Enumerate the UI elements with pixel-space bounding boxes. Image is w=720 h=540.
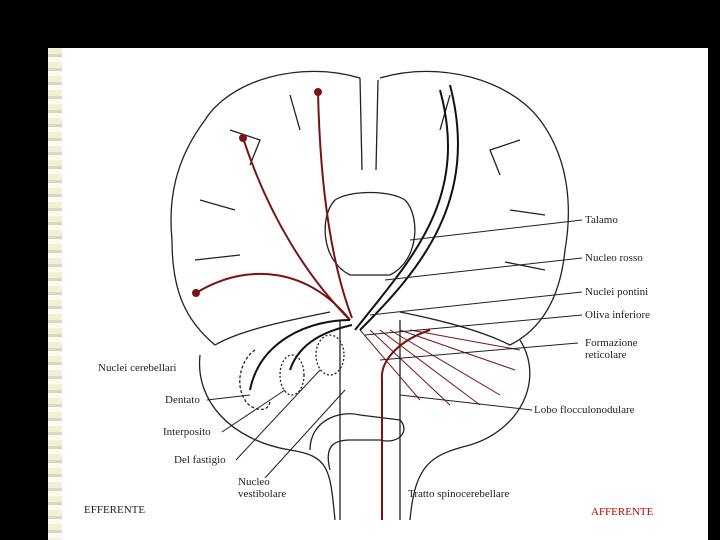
leader-lobo — [399, 394, 533, 411]
fastigial-nucleus — [315, 334, 345, 376]
afferent-red-lines — [359, 329, 521, 406]
label-lobo-flocculonodulare: Lobo flocculonodulare — [534, 404, 635, 416]
label-nuclei-pontini: Nuclei pontini — [585, 286, 649, 298]
label-reticolare: reticolare — [585, 349, 627, 361]
leader-interposito — [221, 389, 286, 433]
label-tratto-spinocerebellare: Tratto spinocerebellare — [408, 488, 510, 500]
cerebrum-outline — [170, 70, 569, 346]
label-afferente: AFFERENTE — [591, 506, 654, 518]
leader-nucleo-rosso — [384, 257, 583, 281]
label-vestibolare: vestibolare — [238, 488, 287, 500]
cortex-dot-3 — [192, 289, 200, 297]
label-nuclei-cerebellari: Nuclei cerebellari — [98, 362, 177, 374]
thalamus — [324, 191, 416, 276]
label-formazione: Formazione — [585, 337, 638, 349]
spinocerebellar-tract — [380, 329, 431, 520]
brain-sulci — [194, 77, 546, 271]
label-interposito: Interposito — [163, 426, 211, 438]
leader-talamo — [409, 219, 583, 241]
efferent-path-black-4 — [289, 324, 353, 371]
leader-dentato — [206, 394, 251, 401]
cortex-dot-1 — [314, 88, 322, 96]
efferent-path-black-1 — [354, 89, 449, 331]
spinal-tract-loop — [309, 413, 405, 471]
dentate-nucleus — [239, 349, 271, 411]
label-nucleo-rosso: Nucleo rosso — [585, 252, 643, 264]
label-del-fastigio: Del fastigio — [174, 454, 226, 466]
efferent-path-2 — [242, 137, 351, 321]
cortex-dot-2 — [239, 134, 247, 142]
slide — [48, 48, 708, 540]
leader-oliva — [364, 314, 583, 336]
label-nucleo: Nucleo — [238, 476, 270, 488]
leader-vestibolare — [264, 389, 346, 479]
label-efferente: EFFERENTE — [84, 504, 146, 516]
efferent-path-3 — [195, 272, 351, 321]
label-dentato: Dentato — [165, 394, 200, 406]
efferent-path-black-2 — [359, 84, 459, 331]
label-talamo: Talamo — [585, 214, 618, 226]
efferent-path-black-3 — [249, 319, 351, 391]
leader-formazione — [379, 342, 579, 361]
efferent-path-1 — [317, 91, 353, 319]
interpositus-nucleus — [279, 354, 305, 396]
slide-edge-artifact — [48, 48, 62, 540]
leader-fastigio — [235, 369, 321, 461]
label-oliva-inferiore: Oliva inferiore — [585, 309, 651, 321]
leader-nuclei-pontini — [369, 291, 583, 316]
